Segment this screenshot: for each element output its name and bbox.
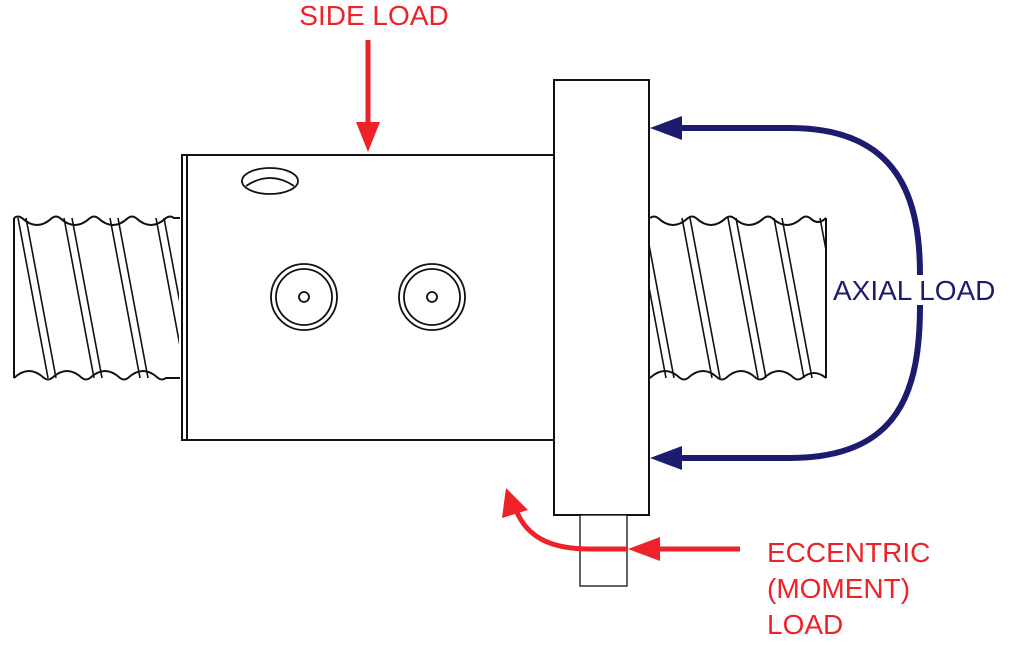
moment-rotation-arrow (502, 488, 627, 552)
eccentric-load-label-line3: LOAD (767, 609, 843, 640)
side-load-arrow (356, 40, 380, 152)
eccentric-load-label-line1: ECCENTRIC (767, 537, 930, 568)
ball-nut-body (181, 154, 555, 441)
nut-flange (553, 79, 650, 516)
screw-shaft-right (649, 215, 827, 381)
oil-hole (241, 167, 299, 195)
bolt-hole-left (270, 263, 338, 331)
side-load-label: SIDE LOAD (299, 0, 448, 31)
eccentric-load-arrow (628, 537, 740, 561)
bolt-hole-right (398, 263, 466, 331)
axial-load-arrow (650, 116, 923, 470)
axial-load-label: AXIAL LOAD (833, 275, 995, 306)
screw-shaft-left (13, 215, 180, 381)
eccentric-load-label-line2: (MOMENT) (767, 573, 910, 604)
